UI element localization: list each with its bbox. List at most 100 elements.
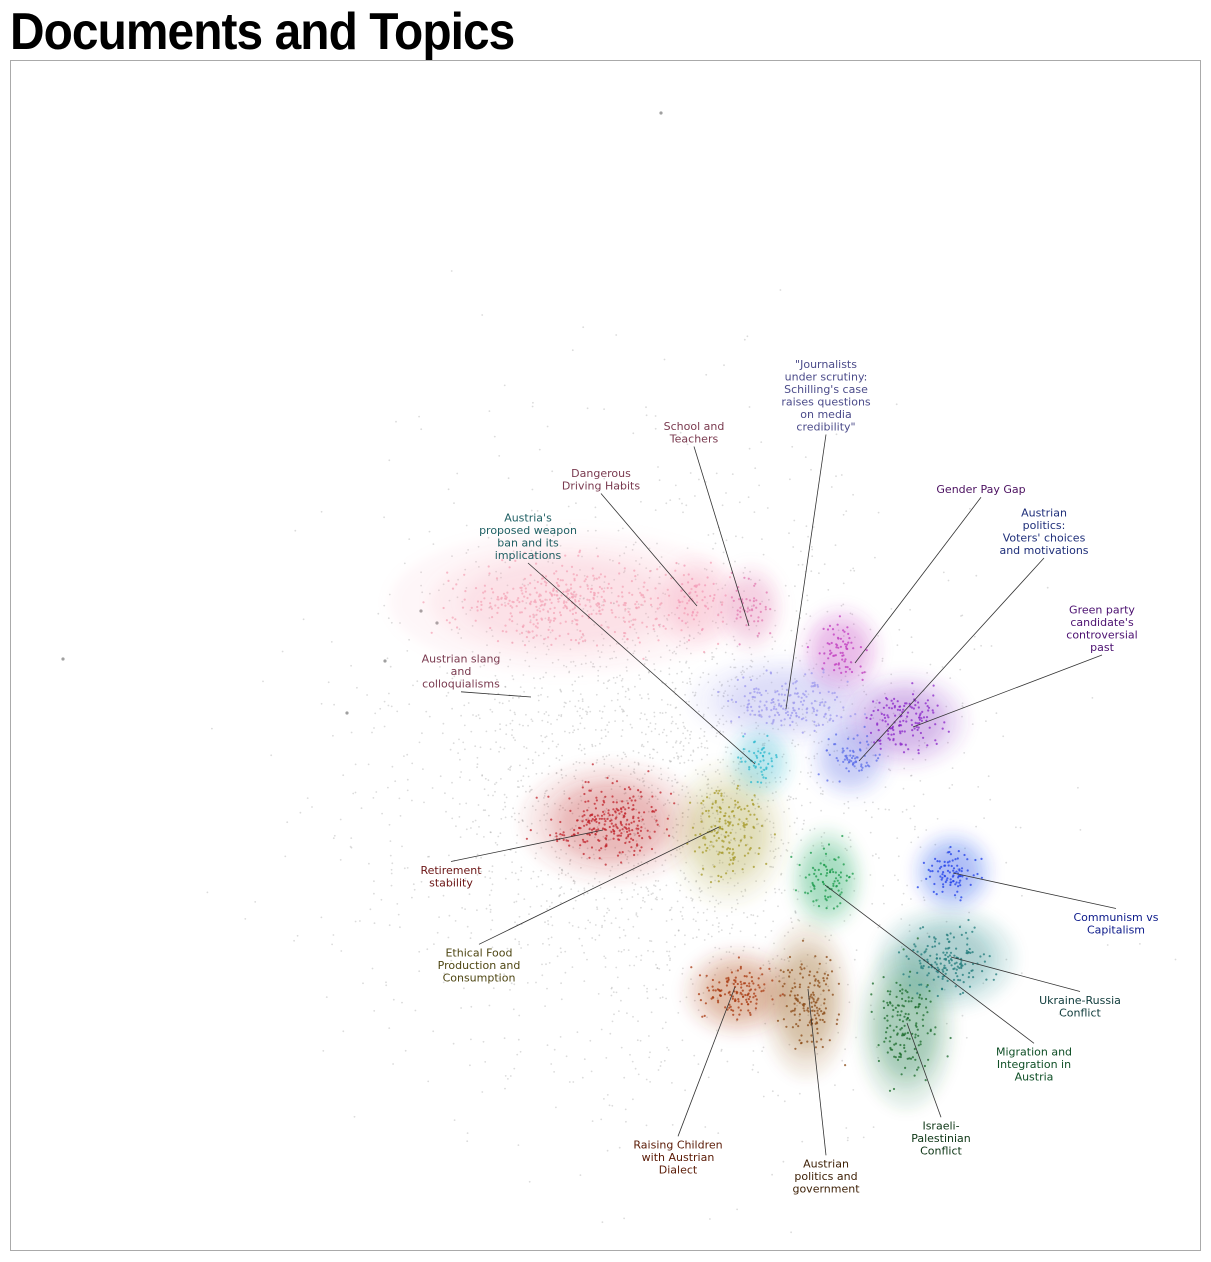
cluster-point — [521, 625, 524, 628]
cluster-point — [585, 823, 588, 826]
background-point — [961, 614, 964, 617]
background-point — [705, 919, 708, 922]
cluster-point — [628, 591, 631, 595]
background-point — [661, 731, 664, 734]
cluster-point — [828, 1039, 831, 1042]
cluster-point — [552, 619, 556, 622]
background-point — [541, 740, 544, 743]
background-point — [842, 582, 845, 585]
cluster-point — [805, 719, 808, 722]
cluster-point — [617, 809, 620, 812]
background-point — [420, 428, 423, 431]
cluster-point — [793, 1009, 796, 1012]
cluster-point — [739, 757, 743, 760]
background-point — [623, 1076, 626, 1079]
cluster-point — [845, 879, 848, 882]
background-point — [494, 841, 497, 844]
cluster-point — [733, 837, 736, 840]
cluster-point — [891, 702, 895, 705]
background-point — [761, 1050, 763, 1052]
background-point — [810, 468, 812, 471]
background-point — [608, 909, 611, 912]
cluster-point — [845, 643, 849, 646]
background-point — [603, 477, 606, 480]
cluster-point — [841, 751, 844, 754]
cluster-point — [752, 865, 755, 869]
cluster-point — [718, 826, 722, 829]
background-point — [764, 936, 767, 938]
cluster-point — [748, 768, 751, 771]
cluster-point — [773, 833, 777, 836]
background-point — [719, 761, 722, 764]
cluster-point — [871, 982, 875, 985]
cluster-point — [948, 860, 951, 863]
cluster-point — [838, 615, 842, 618]
background-point — [791, 852, 794, 854]
background-point — [773, 887, 776, 890]
background-point — [841, 1059, 844, 1062]
cluster-point — [946, 947, 950, 950]
cluster-point — [789, 714, 793, 717]
cluster-point — [714, 801, 717, 804]
background-point — [735, 908, 737, 911]
background-point — [516, 1053, 519, 1056]
cluster-point — [814, 978, 817, 981]
cluster-point — [919, 927, 922, 930]
cluster-point — [906, 991, 909, 994]
background-point — [670, 722, 673, 725]
cluster-point — [622, 806, 625, 809]
cluster-point — [815, 1006, 819, 1009]
cluster-point — [620, 808, 623, 811]
background-point — [620, 891, 623, 894]
cluster-point — [612, 828, 615, 831]
cluster-point — [763, 751, 766, 754]
background-point — [637, 1073, 640, 1076]
background-point — [610, 987, 613, 990]
cluster-point — [758, 691, 761, 695]
background-point — [420, 880, 423, 883]
background-point — [621, 678, 624, 680]
background-point — [623, 1217, 625, 1220]
background-point — [753, 511, 756, 513]
background-point — [435, 680, 438, 683]
background-point — [616, 699, 619, 701]
background-point — [835, 475, 837, 478]
topic-label-line: Integration in — [997, 1058, 1071, 1071]
background-point — [586, 958, 588, 961]
cluster-point — [816, 999, 819, 1002]
background-point — [560, 951, 562, 954]
cluster-point — [812, 690, 815, 693]
background-point — [284, 855, 287, 858]
cluster-point — [969, 951, 972, 955]
cluster-point — [832, 633, 835, 636]
cluster-point — [496, 611, 499, 615]
cluster-point — [592, 597, 595, 601]
background-point — [697, 1063, 700, 1065]
background-point — [726, 1060, 729, 1063]
cluster-point — [910, 706, 914, 709]
cluster-point — [894, 1042, 898, 1045]
background-point — [621, 710, 624, 713]
background-point — [604, 735, 607, 738]
cluster-point — [920, 997, 923, 1000]
background-point — [602, 755, 604, 758]
background-point — [392, 1063, 394, 1065]
background-point — [834, 544, 837, 547]
cluster-point — [523, 577, 527, 580]
cluster-point — [947, 730, 950, 733]
background-point — [550, 1063, 553, 1065]
cluster-point — [712, 996, 715, 999]
cluster-point — [917, 701, 920, 704]
background-point — [514, 713, 516, 716]
cluster-point — [860, 769, 863, 772]
cluster-point — [704, 837, 707, 840]
background-point — [594, 529, 597, 532]
background-point — [627, 687, 630, 690]
cluster-point — [902, 751, 906, 754]
cluster-point — [710, 997, 713, 1000]
background-point — [631, 882, 634, 884]
cluster-point — [623, 635, 626, 638]
cluster-point — [730, 1008, 733, 1012]
cluster-point — [753, 794, 756, 797]
cluster-point — [660, 602, 663, 605]
